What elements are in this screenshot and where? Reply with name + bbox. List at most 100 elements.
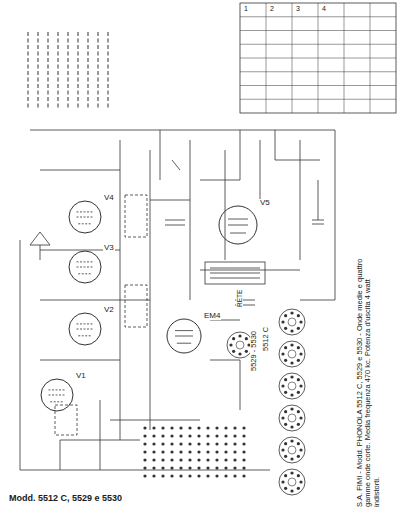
switch-contact	[206, 434, 209, 437]
list-stroke	[37, 104, 38, 108]
switch-contact	[161, 450, 164, 453]
switch-contact	[179, 466, 182, 469]
switch-contact	[242, 450, 245, 453]
list-stroke	[47, 45, 48, 49]
table-rule	[292, 3, 293, 113]
list-stroke	[37, 97, 38, 101]
switch-contact	[215, 426, 218, 429]
tube-label: V4	[103, 194, 115, 202]
list-stroke	[107, 58, 108, 62]
list-stroke	[67, 97, 68, 101]
tube-envelope	[68, 250, 102, 284]
list-stroke	[67, 45, 68, 49]
model-note: 5529 - 5530	[250, 330, 258, 372]
tube-envelope	[40, 378, 74, 412]
list-stroke	[57, 58, 58, 62]
table-rule	[370, 3, 371, 113]
switch-contact	[242, 434, 245, 437]
list-stroke	[107, 71, 108, 75]
switch-contact	[206, 450, 209, 453]
list-stroke	[57, 97, 58, 101]
list-stroke	[27, 52, 28, 56]
switch-contact	[224, 426, 227, 429]
switch-contact	[197, 458, 200, 461]
switch-contact	[233, 426, 236, 429]
list-stroke	[107, 45, 108, 49]
list-stroke	[77, 65, 78, 69]
socket-pinout	[279, 405, 305, 431]
switch-contact	[224, 442, 227, 445]
switch-contact	[152, 442, 155, 445]
switch-contact	[143, 442, 146, 445]
list-stroke	[77, 78, 78, 82]
list-stroke	[57, 91, 58, 95]
list-stroke	[87, 58, 88, 62]
list-stroke	[27, 45, 28, 49]
list-stroke	[37, 39, 38, 43]
switch-contact	[233, 450, 236, 453]
list-stroke	[57, 45, 58, 49]
list-stroke	[77, 71, 78, 75]
socket-pinout	[279, 469, 305, 495]
vacuum-tube: V4	[68, 200, 102, 234]
repeated-strokes	[28, 3, 396, 495]
switch-contact	[206, 474, 209, 477]
list-stroke	[47, 52, 48, 56]
list-stroke	[47, 71, 48, 75]
switch-contact	[206, 458, 209, 461]
model-title: Modd. 5512 C, 5529 e 5530	[8, 494, 123, 504]
vacuum-tube: V2	[68, 312, 102, 346]
list-stroke	[87, 45, 88, 49]
list-stroke	[57, 32, 58, 36]
list-stroke	[67, 91, 68, 95]
list-stroke	[87, 78, 88, 82]
list-stroke	[77, 58, 78, 62]
switch-contact	[188, 466, 191, 469]
switch-contact	[224, 458, 227, 461]
list-stroke	[67, 65, 68, 69]
switch-contact	[197, 426, 200, 429]
list-stroke	[57, 104, 58, 108]
switch-contact	[188, 426, 191, 429]
switch-contact	[215, 434, 218, 437]
switch-contact	[188, 458, 191, 461]
switch-contact	[242, 442, 245, 445]
list-stroke	[107, 91, 108, 95]
list-stroke	[67, 39, 68, 43]
list-stroke	[107, 78, 108, 82]
switch-contact	[233, 466, 236, 469]
switch-contact	[224, 434, 227, 437]
switch-contact	[197, 434, 200, 437]
list-stroke	[67, 52, 68, 56]
list-stroke	[87, 65, 88, 69]
mains-label: RETE	[236, 289, 243, 308]
list-stroke	[77, 52, 78, 56]
table-frame	[240, 3, 396, 113]
list-stroke	[97, 78, 98, 82]
list-stroke	[27, 84, 28, 88]
switch-contact	[215, 458, 218, 461]
switch-contact	[224, 474, 227, 477]
switch-contact	[143, 458, 146, 461]
switch-contact	[242, 458, 245, 461]
switch-contact	[170, 442, 173, 445]
switch-contact	[179, 450, 182, 453]
list-stroke	[87, 84, 88, 88]
list-stroke	[27, 91, 28, 95]
list-stroke	[57, 65, 58, 69]
list-stroke	[77, 45, 78, 49]
switch-contact	[215, 466, 218, 469]
switch-contact	[143, 466, 146, 469]
switch-contact	[179, 426, 182, 429]
list-stroke	[57, 39, 58, 43]
switch-contact	[152, 458, 155, 461]
list-stroke	[57, 52, 58, 56]
list-stroke	[107, 65, 108, 69]
list-stroke	[37, 52, 38, 56]
list-stroke	[77, 32, 78, 36]
list-stroke	[27, 32, 28, 36]
list-stroke	[37, 78, 38, 82]
table-cell: 3	[295, 5, 301, 13]
switch-contact	[233, 458, 236, 461]
